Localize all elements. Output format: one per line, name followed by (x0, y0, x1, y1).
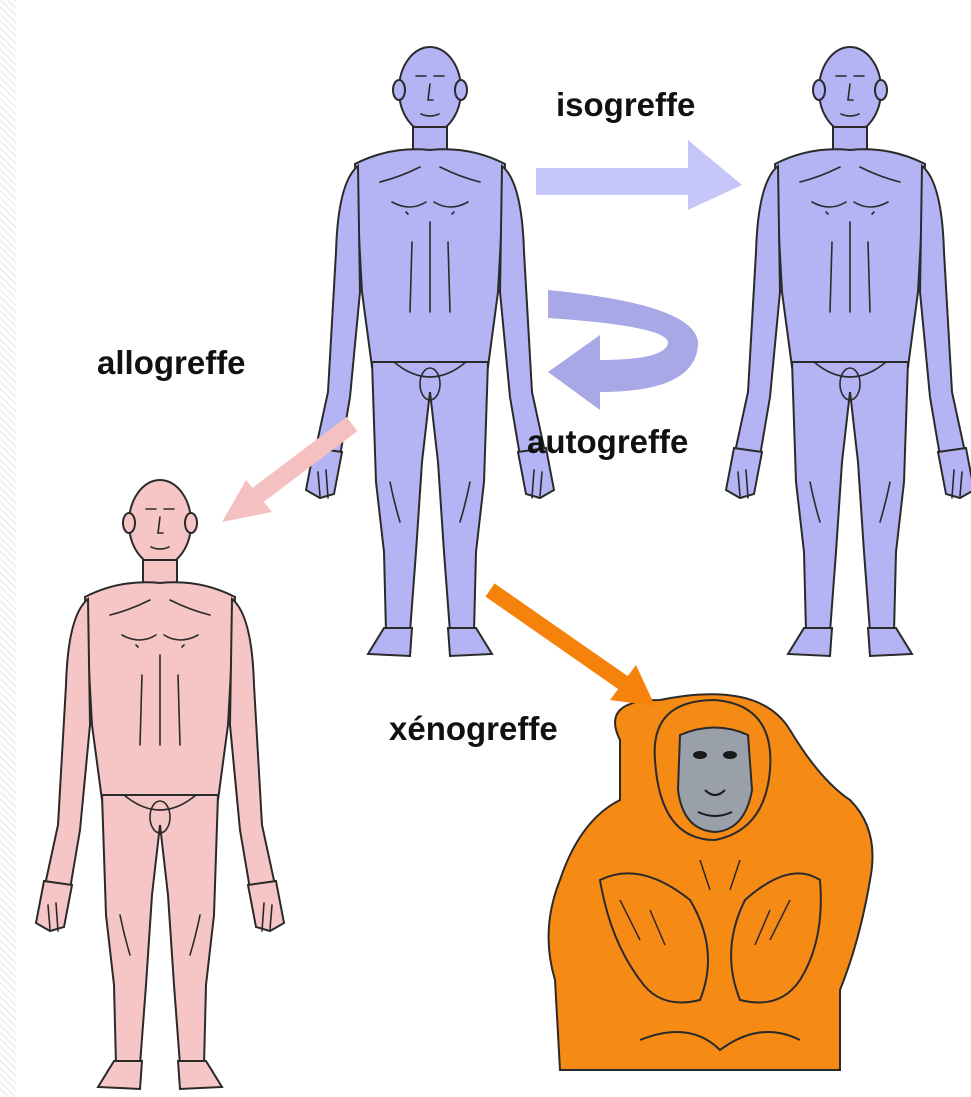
autogreffe-label: autogreffe (527, 425, 688, 458)
twin-human-figure (726, 47, 971, 656)
primate-figure (549, 694, 873, 1070)
xenogreffe-arrow (490, 590, 655, 706)
autogreffe-arrow (548, 290, 698, 410)
isogreffe-arrow (536, 140, 742, 210)
xenogreffe-label: xénogreffe (389, 712, 558, 745)
recipient-human-figure (36, 480, 284, 1089)
donor-human-figure (306, 47, 554, 656)
isogreffe-label: isogreffe (556, 88, 695, 121)
allogreffe-label: allogreffe (97, 346, 246, 379)
